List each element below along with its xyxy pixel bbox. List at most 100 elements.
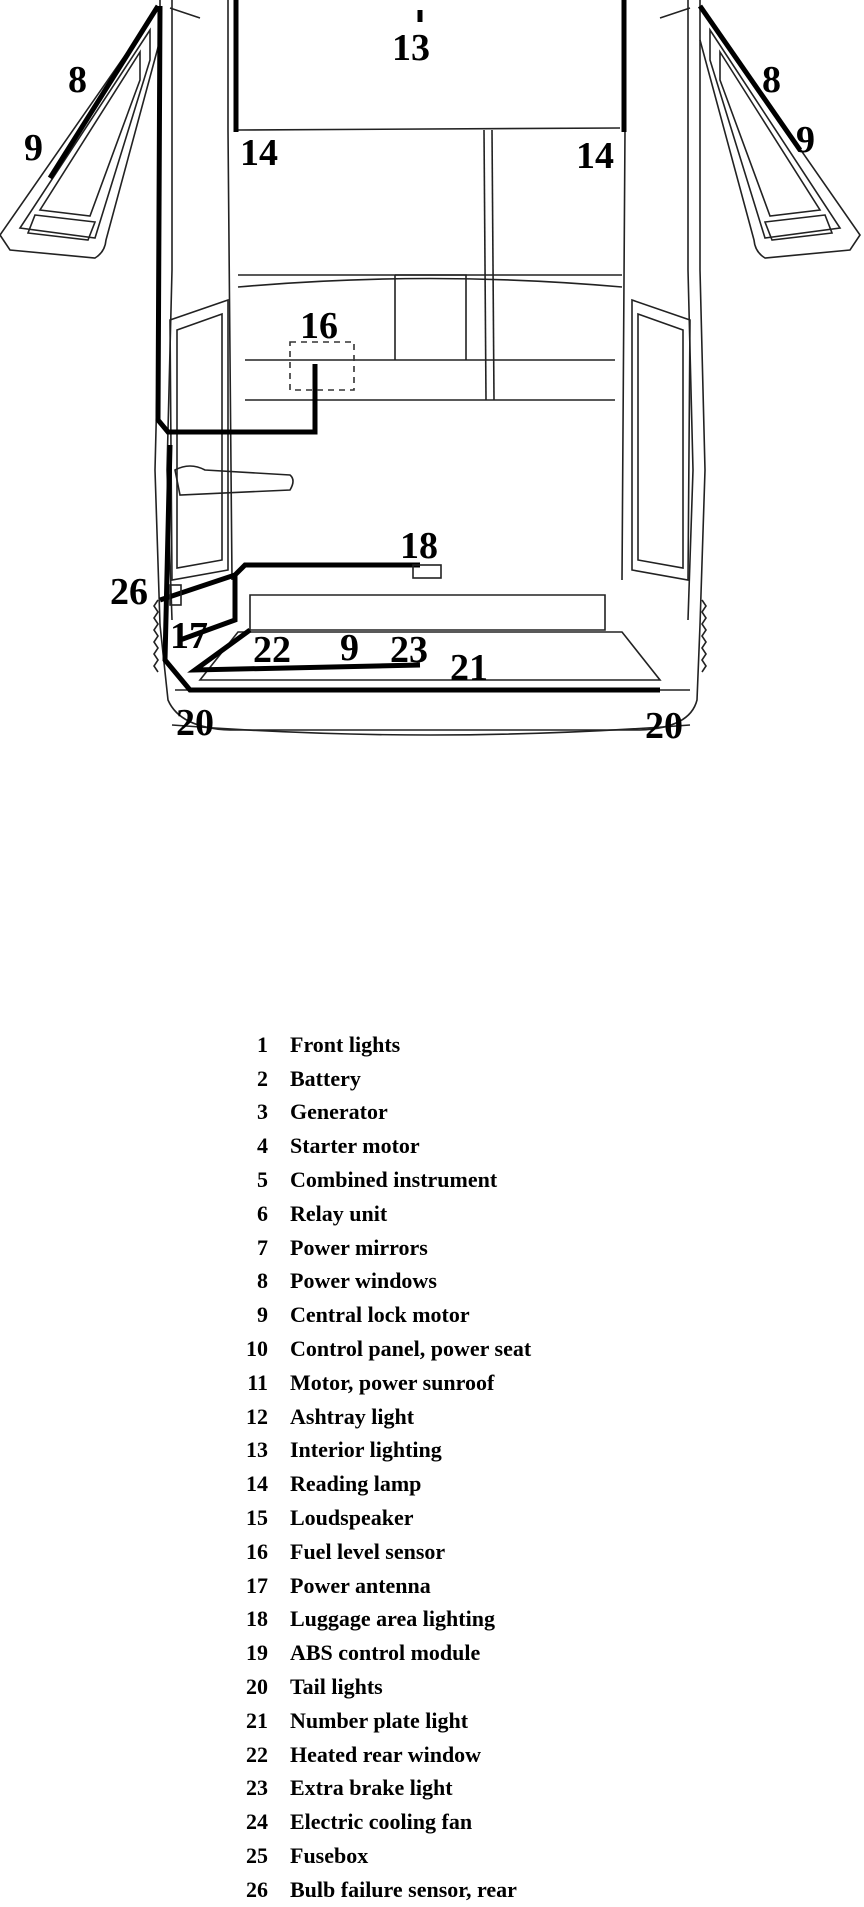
legend-label: Starter motor	[290, 1133, 420, 1159]
legend-label: Heated rear window	[290, 1741, 482, 1767]
legend-label: Electric cooling fan	[290, 1809, 473, 1835]
legend-number: 1	[257, 1031, 268, 1057]
legend-number: 10	[246, 1336, 268, 1362]
callout-8-left: 8	[68, 59, 87, 101]
legend-item: 6 Relay unit	[238, 1197, 698, 1231]
legend-label: Generator	[290, 1099, 388, 1125]
legend-number: 4	[257, 1133, 268, 1159]
legend-label: Battery	[290, 1065, 361, 1091]
legend-number: 23	[246, 1775, 268, 1801]
legend-number: 9	[257, 1302, 268, 1328]
legend-label: Control panel, power seat	[290, 1336, 532, 1362]
legend-item: 10 Control panel, power seat	[238, 1332, 698, 1366]
legend-label: Relay unit	[290, 1200, 388, 1226]
legend-label: Bulb failure sensor, rear	[290, 1876, 517, 1902]
legend-number: 7	[257, 1234, 268, 1260]
callout-9-left: 9	[24, 127, 43, 169]
legend-label: Tail lights	[290, 1674, 383, 1700]
callout-14-right: 14	[576, 135, 614, 177]
components	[169, 341, 442, 606]
legend-number: 12	[246, 1403, 268, 1429]
legend-item: 3 Generator	[238, 1096, 698, 1130]
legend-item: 24 Electric cooling fan	[238, 1805, 698, 1839]
legend-number: 6	[257, 1200, 268, 1226]
legend-item: 26 Bulb failure sensor, rear	[238, 1873, 698, 1907]
legend-label: Extra brake light	[290, 1775, 453, 1801]
legend-label: Front lights	[290, 1031, 401, 1057]
callout-20-right: 20	[645, 705, 683, 747]
legend-label: Interior lighting	[290, 1437, 442, 1463]
legend-number: 5	[257, 1167, 268, 1193]
wiring-harness	[47, 0, 803, 693]
legend-label: Fuel level sensor	[290, 1538, 446, 1564]
legend-number: 13	[246, 1437, 268, 1463]
legend-item: 18 Luggage area lighting	[238, 1603, 698, 1637]
callout-16: 16	[300, 305, 338, 347]
legend-item: 2 Battery	[238, 1062, 698, 1096]
callout-23: 23	[390, 629, 428, 671]
legend-item: 14 Reading lamp	[238, 1467, 698, 1501]
callout-14-left: 14	[240, 132, 278, 174]
legend-item: 8 Power windows	[238, 1265, 698, 1299]
legend-item: 13 Interior lighting	[238, 1434, 698, 1468]
legend-item: 5 Combined instrument	[238, 1163, 698, 1197]
callout-18: 18	[400, 525, 438, 567]
legend-item: 22 Heated rear window	[238, 1738, 698, 1772]
callout-17: 17	[170, 615, 208, 657]
callout-9-right: 9	[796, 119, 815, 161]
callout-8-right: 8	[762, 59, 781, 101]
callout-21: 21	[450, 647, 488, 689]
legend-number: 24	[246, 1809, 268, 1835]
legend-number: 25	[246, 1843, 268, 1869]
legend-label: Motor, power sunroof	[290, 1369, 495, 1395]
legend-number: 17	[246, 1572, 268, 1598]
legend-item: 1 Front lights	[238, 1028, 698, 1062]
legend-number: 22	[246, 1741, 268, 1767]
callout-labels: 13 14 14 8 9 8 9 16 18 26 17 22 9 23 21 …	[24, 27, 815, 747]
legend-label: Loudspeaker	[290, 1505, 414, 1531]
callout-9-center: 9	[340, 627, 359, 669]
legend-number: 16	[246, 1538, 268, 1564]
legend-item: 15 Loudspeaker	[238, 1501, 698, 1535]
legend-number: 15	[246, 1505, 268, 1531]
legend-label: Fusebox	[290, 1843, 369, 1869]
legend-item: 12 Ashtray light	[238, 1400, 698, 1434]
legend-label: Combined instrument	[290, 1167, 498, 1193]
legend-item: 21 Number plate light	[238, 1704, 698, 1738]
callout-22: 22	[253, 629, 291, 671]
legend-item: 25 Fusebox	[238, 1839, 698, 1873]
bulb-failure-sensor-box	[169, 584, 182, 606]
legend-item: 16 Fuel level sensor	[238, 1535, 698, 1569]
legend-label: ABS control module	[290, 1640, 481, 1666]
legend-label: Ashtray light	[290, 1403, 415, 1429]
legend-label: Luggage area lighting	[290, 1606, 495, 1632]
legend-label: Number plate light	[290, 1707, 469, 1733]
legend-number: 3	[257, 1099, 268, 1125]
callout-26: 26	[110, 571, 148, 613]
legend-label: Power mirrors	[290, 1234, 428, 1260]
luggage-light-box	[412, 564, 442, 579]
legend-item: 7 Power mirrors	[238, 1231, 698, 1265]
legend-number: 14	[246, 1471, 268, 1497]
legend-label: Central lock motor	[290, 1302, 470, 1328]
legend-number: 18	[246, 1606, 268, 1632]
legend-label: Reading lamp	[290, 1471, 422, 1497]
right-door	[659, 7, 861, 259]
component-legend: 1 Front lights 2 Battery 3 Generator 4 Starter …	[238, 1028, 698, 1907]
legend-number: 21	[246, 1707, 268, 1733]
legend-number: 26	[246, 1876, 268, 1902]
left-door	[0, 7, 201, 259]
legend-item: 9 Central lock motor	[238, 1298, 698, 1332]
legend-number: 8	[257, 1268, 268, 1294]
legend-number: 2	[257, 1065, 268, 1091]
legend-item: 23 Extra brake light	[238, 1772, 698, 1806]
callout-13: 13	[392, 27, 430, 69]
legend-label: Power windows	[290, 1268, 437, 1294]
rear-wiring-diagram: 13 14 14 8 9 8 9 16 18 26 17 22 9 23 21 …	[0, 0, 861, 747]
callout-20-left: 20	[176, 702, 214, 744]
fuel-level-sensor-outline	[289, 341, 355, 391]
